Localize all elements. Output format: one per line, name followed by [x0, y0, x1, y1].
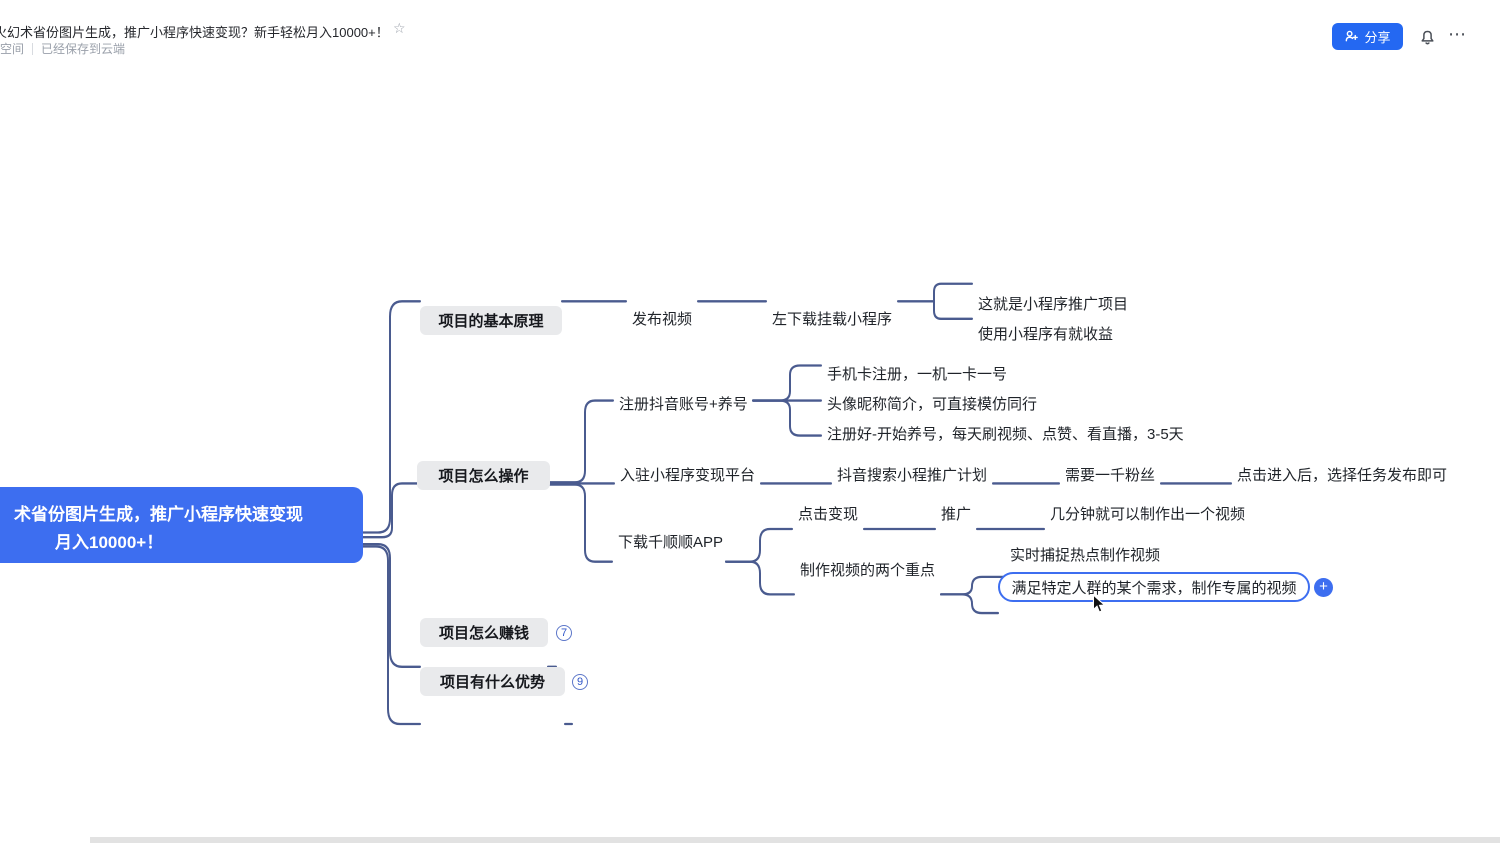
collapse-badge-advantages[interactable]: 9	[572, 674, 588, 690]
node-hot-topics[interactable]: 实时捕捉热点制作视频	[1010, 547, 1161, 564]
workspace-breadcrumb[interactable]: 空间	[0, 42, 25, 56]
document-title[interactable]: 火幻术省份图片生成，推广小程序快速变现？新手轻松月入10000+！	[0, 25, 389, 40]
node-promo-project[interactable]: 这就是小程序推广项目	[978, 296, 1129, 313]
add-child-button[interactable]: +	[1314, 578, 1333, 597]
node-search-plan[interactable]: 抖音搜索小程推广计划	[837, 467, 988, 484]
node-profile-imitate[interactable]: 头像昵称简介，可直接模仿同行	[827, 396, 1038, 413]
node-advantages[interactable]: 项目有什么优势	[420, 667, 565, 696]
node-click-monetize[interactable]: 点击变现	[798, 506, 859, 523]
collapse-badge-earn[interactable]: 7	[556, 625, 572, 641]
node-mount-applet[interactable]: 左下载挂载小程序	[772, 311, 893, 328]
node-download-app[interactable]: 下载千顺顺APP	[618, 534, 724, 551]
node-applet-income[interactable]: 使用小程序有就收益	[978, 326, 1114, 343]
node-publish-video[interactable]: 发布视频	[632, 311, 693, 328]
share-button[interactable]: 分享	[1332, 23, 1403, 50]
node-click-enter[interactable]: 点击进入后，选择任务发布即可	[1237, 467, 1448, 484]
share-person-icon	[1344, 29, 1359, 44]
root-title-line1: 术省份图片生成，推广小程序快速变现	[14, 505, 303, 524]
top-bar: 火幻术省份图片生成，推广小程序快速变现？新手轻松月入10000+！ ☆ 空间 已…	[0, 0, 1500, 62]
node-need-fans[interactable]: 需要一千粉丝	[1065, 467, 1156, 484]
notification-bell-icon[interactable]	[1418, 28, 1436, 46]
node-promote[interactable]: 推广	[941, 506, 972, 523]
save-status: 已经保存到云端	[41, 42, 126, 56]
more-menu-icon[interactable]: ⋯	[1448, 24, 1467, 44]
node-specific-needs-selected[interactable]: 满足特定人群的某个需求，制作专属的视频	[998, 572, 1310, 602]
root-node[interactable]: 术省份图片生成，推广小程序快速变现 月入10000+！	[0, 487, 363, 563]
node-nurture-account[interactable]: 注册好-开始养号，每天刷视频、点赞、看直播，3-5天	[827, 426, 1184, 443]
root-title-line2: 月入10000+！	[55, 533, 164, 552]
mindmap-canvas[interactable]: 术省份图片生成，推广小程序快速变现 月入10000+！ 项目的基本原理 项目怎么…	[0, 62, 1500, 843]
star-icon[interactable]: ☆	[393, 20, 406, 36]
node-two-points[interactable]: 制作视频的两个重点	[800, 562, 936, 579]
mouse-cursor	[1092, 594, 1106, 613]
bottom-edge-strip	[90, 837, 1500, 843]
divider	[32, 42, 34, 55]
node-basic-principle[interactable]: 项目的基本原理	[420, 306, 562, 335]
node-join-platform[interactable]: 入驻小程序变现平台	[620, 467, 756, 484]
node-register-account[interactable]: 注册抖音账号+养号	[619, 396, 748, 413]
node-how-to-earn[interactable]: 项目怎么赚钱	[420, 618, 548, 647]
share-button-label: 分享	[1364, 30, 1391, 45]
node-few-minutes[interactable]: 几分钟就可以制作出一个视频	[1050, 506, 1246, 523]
node-how-to-operate[interactable]: 项目怎么操作	[417, 461, 550, 490]
node-phone-card[interactable]: 手机卡注册，一机一卡一号	[827, 366, 1008, 383]
